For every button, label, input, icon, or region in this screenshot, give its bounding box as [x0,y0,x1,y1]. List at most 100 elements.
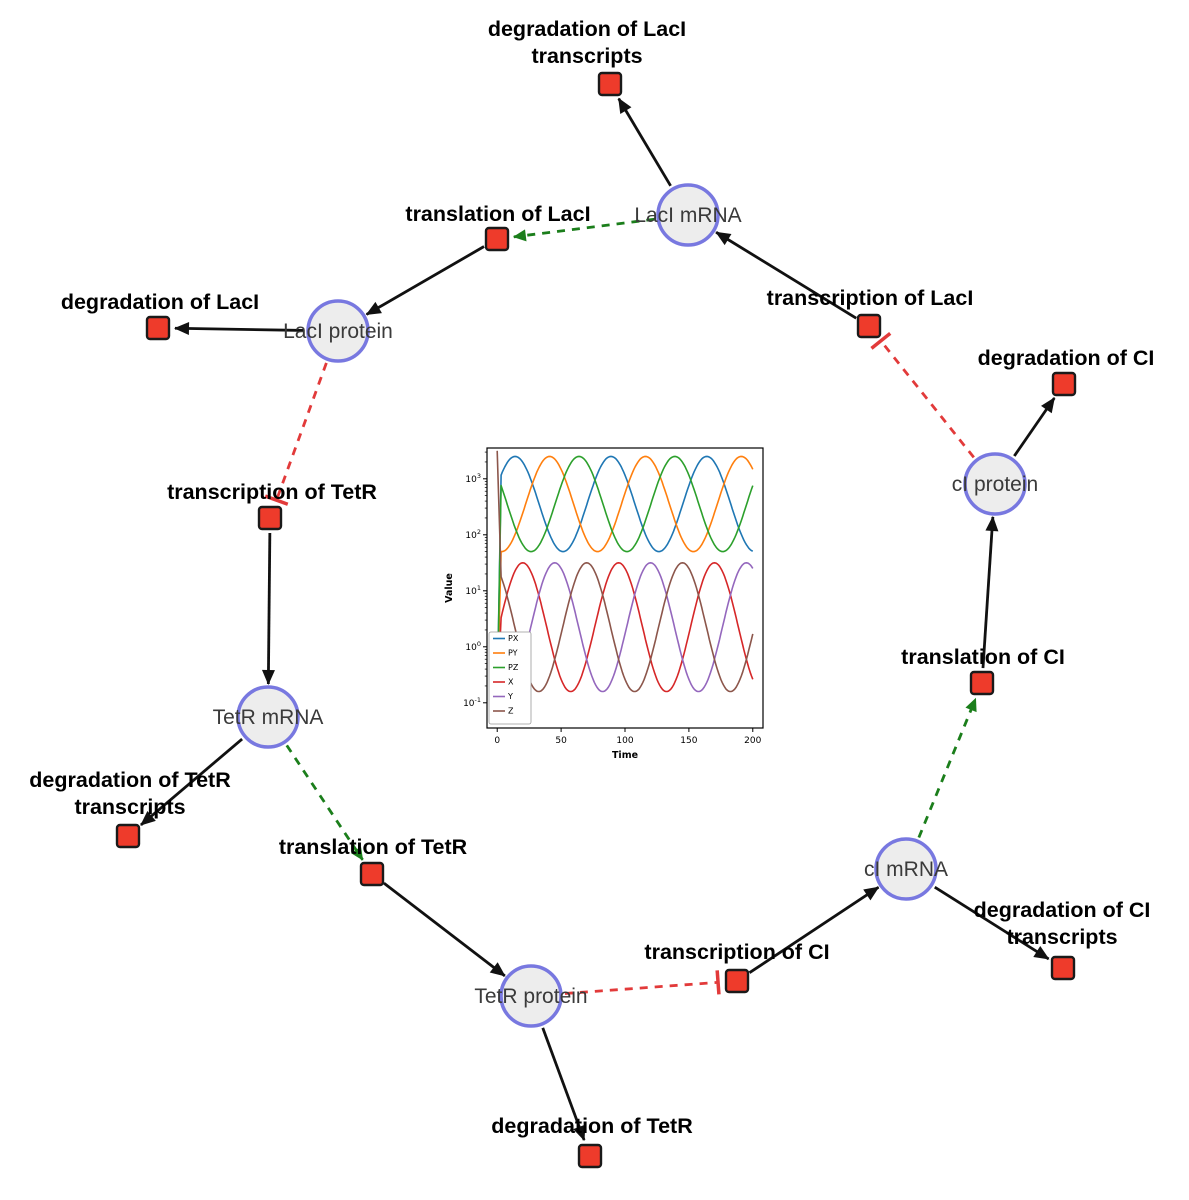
species-circle-icon [874,837,938,901]
reaction-label-tl_tetr: translation of TetR [279,835,468,859]
reaction-square-icon [484,226,510,252]
species-label-laci_protein: LacI protein [283,320,393,343]
species-node-laci_protein: LacI protein [283,299,393,363]
reaction-square-icon [115,823,141,849]
edge-ci_protein-deg_ci [1013,397,1056,457]
y-tick-label: 100 [465,640,481,653]
species-label-ci_protein: cI protein [952,473,1038,496]
x-tick-label: 200 [744,736,761,746]
species-label-ci_mrna: cI mRNA [864,858,948,881]
species-label-tetr_mrna: TetR mRNA [213,706,324,729]
edge-tetr_protein-deg_tetr [541,1027,586,1141]
species-node-laci_mrna: LacI mRNA [634,183,742,247]
edge-tx_laci-laci_mrna [715,231,857,320]
reaction-label-tx_laci: transcription of LacI [767,286,974,310]
reaction-square-icon [577,1143,603,1169]
reaction-square-icon [724,968,750,994]
reaction-node-tl_laci: translation of LacI [405,202,591,252]
series-line-Y [496,562,754,703]
x-tick-label: 50 [555,736,567,746]
edge-tl_laci-laci_protein [365,245,485,316]
reaction-label-tl_ci: translation of CI [901,645,1065,669]
y-tick-label: 10-1 [463,696,481,709]
reaction-square-icon [856,313,882,339]
legend-label-X: X [508,678,514,687]
species-label-laci_mrna: LacI mRNA [634,204,741,227]
reaction-label-tl_laci: translation of LacI [405,202,590,226]
legend-label-PY: PY [508,649,518,658]
reaction-label-tx_ci: transcription of CI [644,940,829,964]
edge-tetr_mrna-deg_tetr_tx [140,737,244,827]
edge-ci_protein-tx_laci [870,332,975,459]
species-node-tetr_mrna: TetR mRNA [213,685,324,749]
reaction-node-deg_laci: degradation of LacI [61,290,259,341]
reaction-label-tx_tetr: transcription of TetR [167,480,377,504]
reaction-node-tx_tetr: transcription of TetR [167,480,377,531]
edges-layer [140,97,1056,1141]
y-axis-label: Value [444,573,455,603]
edge-tx_ci-ci_mrna [748,886,880,974]
reaction-node-tx_ci: transcription of CI [644,940,830,994]
species-node-tetr_protein: TetR protein [474,964,588,1028]
edge-laci_protein-tx_tetr [264,362,328,506]
series-line-PZ [496,455,754,703]
series-line-PX [496,455,754,703]
species-circle-icon [656,183,720,247]
reaction-square-icon [969,670,995,696]
series-line-X [496,562,754,703]
reaction-node-deg_ci: degradation of CI [978,346,1155,397]
series-line-PY [496,455,754,703]
legend-label-PZ: PZ [508,663,519,672]
reaction-square-icon [359,861,385,887]
series-line-Z [496,450,754,693]
x-axis-label: Time [612,750,638,761]
legend-label-Z: Z [508,707,514,716]
species-label-tetr_protein: TetR protein [474,985,587,1008]
reaction-square-icon [1050,955,1076,981]
x-tick-label: 150 [680,736,697,746]
edge-ci_mrna-tl_ci [917,697,977,839]
reaction-label-deg_laci: degradation of LacI [61,290,259,314]
reaction-square-icon [145,315,171,341]
legend-label-PX: PX [508,634,519,643]
reaction-square-icon [1051,371,1077,397]
species-circle-icon [236,685,300,749]
edge-tl_tetr-tetr_protein [383,882,506,978]
y-tick-label: 103 [465,472,481,485]
species-node-ci_protein: cI protein [952,452,1038,516]
legend-label-Y: Y [507,692,513,701]
edge-laci_protein-deg_laci [173,322,305,336]
reaction-node-tl_ci: translation of CI [901,645,1065,696]
reaction-node-tx_laci: transcription of LacI [767,286,974,339]
edge-laci_mrna-deg_laci_tx [617,97,672,187]
edge-tx_tetr-tetr_mrna [261,532,275,686]
edge-ci_mrna-deg_ci_tx [934,885,1050,961]
edge-tetr_protein-tx_ci [564,970,721,995]
reaction-label-deg_tetr: degradation of TetR [491,1114,693,1138]
species-circle-icon [963,452,1027,516]
species-circle-icon [499,964,563,1028]
reaction-node-deg_tetr: degradation of TetR [491,1114,693,1169]
reaction-node-tl_tetr: translation of TetR [279,835,468,887]
edge-tetr_mrna-tl_tetr [285,744,364,861]
reaction-square-icon [257,505,283,531]
reaction-label-deg_ci: degradation of CI [978,346,1155,370]
species-node-ci_mrna: cI mRNA [864,837,948,901]
x-tick-label: 0 [494,736,500,746]
reaction-square-icon [597,71,623,97]
y-tick-label: 101 [465,584,481,597]
edge-tl_ci-ci_protein [981,515,999,669]
legend: PX PY PZ XYZ [488,631,532,725]
species-circle-icon [306,299,370,363]
y-tick-label: 102 [465,528,481,541]
